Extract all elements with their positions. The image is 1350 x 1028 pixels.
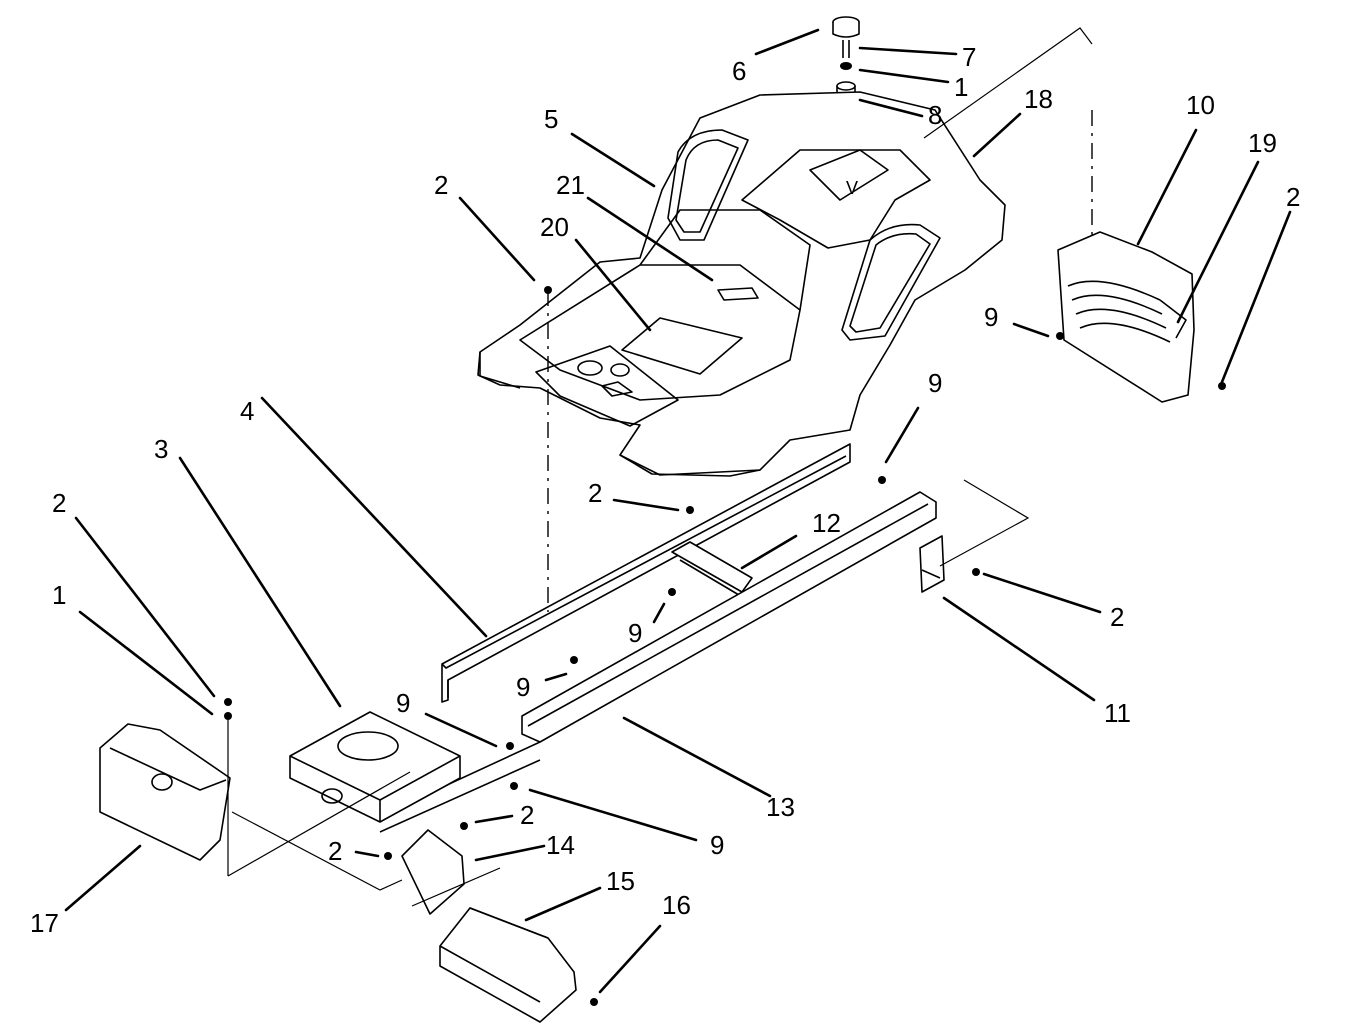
- callout-9: 9: [628, 618, 642, 648]
- right-shield: [1057, 231, 1195, 403]
- callout-labels: 6 7 1 8 18 5 10 19 2 2 21 20 9 4 3 9 2 2…: [30, 42, 1300, 938]
- callout-14: 14: [546, 830, 575, 860]
- callout-12: 12: [812, 508, 841, 538]
- fasteners: [224, 286, 1226, 1006]
- frame-assembly: [289, 443, 1030, 833]
- callout-2: 2: [328, 836, 342, 866]
- front-pieces: [401, 829, 577, 1023]
- callout-9: 9: [710, 830, 724, 860]
- left-rear-shield: [99, 723, 231, 861]
- callout-20: 20: [540, 212, 569, 242]
- callout-17: 17: [30, 908, 59, 938]
- callout-9: 9: [396, 688, 410, 718]
- callout-18: 18: [1024, 84, 1053, 114]
- callout-11: 11: [1104, 698, 1131, 728]
- callout-1: 1: [52, 580, 66, 610]
- callout-3: 3: [154, 434, 168, 464]
- callout-13: 13: [766, 792, 795, 822]
- callout-2: 2: [1286, 182, 1300, 212]
- callout-2: 2: [434, 170, 448, 200]
- callout-9: 9: [928, 368, 942, 398]
- svg-text:V: V: [846, 178, 858, 198]
- callout-4: 4: [240, 396, 254, 426]
- callout-6: 6: [732, 56, 746, 86]
- fender-body: V: [477, 91, 1006, 477]
- callout-7: 7: [962, 42, 976, 72]
- callout-2: 2: [588, 478, 602, 508]
- callout-21: 21: [556, 170, 585, 200]
- callout-16: 16: [662, 890, 691, 920]
- callout-2: 2: [52, 488, 66, 518]
- callout-8: 8: [928, 100, 942, 130]
- callout-10: 10: [1186, 90, 1215, 120]
- callout-2: 2: [520, 800, 534, 830]
- callout-9: 9: [516, 672, 530, 702]
- leader-lines: [64, 28, 1292, 994]
- callout-5: 5: [544, 104, 558, 134]
- callout-9: 9: [984, 302, 998, 332]
- callout-15: 15: [606, 866, 635, 896]
- assembly-lines: [227, 27, 1093, 907]
- callout-2: 2: [1110, 602, 1124, 632]
- callout-19: 19: [1248, 128, 1277, 158]
- callout-1: 1: [954, 72, 968, 102]
